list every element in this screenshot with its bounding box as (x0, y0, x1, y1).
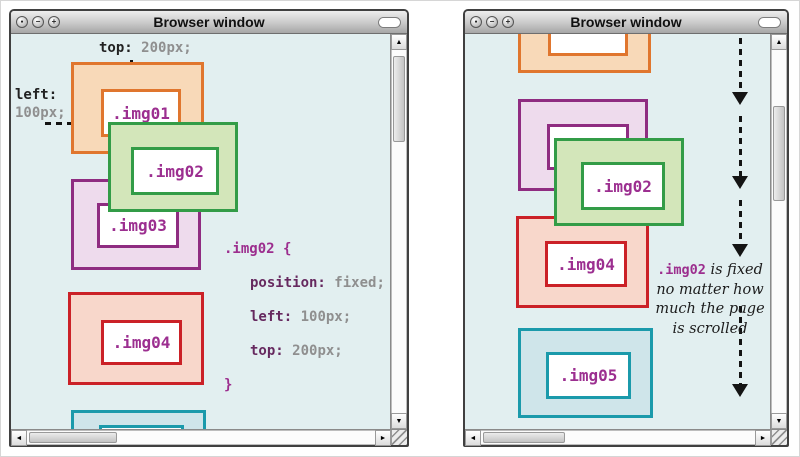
page-content-right: .img04 .img02 .img05 (465, 34, 771, 429)
resize-grip-icon[interactable] (771, 430, 787, 445)
css-closing-brace: } (224, 377, 233, 393)
right-arrow-icon: ► (759, 434, 767, 442)
up-arrow-icon: ▲ (775, 38, 783, 46)
img02-inner-box: .img02 (131, 147, 219, 195)
horizontal-scrollbar[interactable]: ◄ ► (465, 429, 787, 446)
scroll-arrow-dashes (739, 38, 742, 92)
titlebar-pill (758, 17, 781, 28)
window-zoom-button[interactable]: + (48, 16, 60, 28)
css-property: top: (250, 343, 284, 359)
window-title: Browser window (570, 14, 682, 30)
browser-window-left: ● − + Browser window top: 200px; left: (9, 9, 409, 447)
vertical-scroll-thumb[interactable] (773, 106, 785, 201)
img02-inner-box: .img02 (581, 162, 665, 210)
scroll-arrow-head-icon (732, 244, 748, 257)
fixed-note: .img02 is fixed no matter how much the p… (655, 262, 765, 337)
left-arrow-icon: ◄ (15, 434, 23, 442)
img05-box: .img05 (518, 328, 653, 418)
img05-label: .img05 (559, 366, 618, 385)
img04-box: .img04 (68, 292, 204, 385)
note-code-ref: .img02 (657, 262, 706, 278)
img01-label: .img01 (112, 103, 170, 123)
scroll-right-button[interactable]: ► (755, 430, 771, 446)
img02-label: .img02 (594, 176, 652, 196)
horizontal-scroll-thumb[interactable] (483, 432, 565, 443)
down-arrow-icon: ▼ (395, 417, 403, 425)
img04-box: .img04 (516, 216, 649, 308)
top-annotation: top: 200px; (99, 40, 192, 56)
vertical-scroll-track[interactable] (771, 50, 787, 413)
img02-label: .img02 (146, 161, 204, 181)
img02-box: .img02 (554, 138, 684, 226)
scroll-arrow-head-icon (732, 92, 748, 105)
window-controls: ● − + (470, 16, 514, 28)
scroll-left-button[interactable]: ◄ (465, 430, 481, 446)
window-controls: ● − + (16, 16, 60, 28)
minus-icon: − (35, 17, 41, 26)
css-value: fixed; (334, 275, 385, 291)
left-arrow-icon: ◄ (469, 434, 477, 442)
resize-grip-icon[interactable] (391, 430, 407, 445)
scroll-down-button[interactable]: ▼ (771, 413, 787, 429)
horizontal-scroll-track[interactable] (27, 430, 375, 445)
img02-box: .img02 (108, 122, 238, 212)
vertical-scrollbar[interactable]: ▲ ▼ (771, 34, 787, 429)
plus-icon: + (505, 17, 511, 26)
css-property: position: (250, 275, 326, 291)
left-arrow-dashes (45, 122, 83, 125)
horizontal-scroll-thumb[interactable] (29, 432, 117, 443)
img04-inner-box: .img04 (545, 241, 627, 287)
img05-inner-box: .img05 (546, 352, 631, 399)
plus-icon: + (51, 17, 57, 26)
titlebar: ● − + Browser window (465, 11, 787, 34)
img04-inner-box: .img04 (101, 320, 182, 365)
scroll-right-button[interactable]: ► (375, 430, 391, 446)
left-annotation: left: 100px; (15, 87, 66, 121)
dot-icon: ● (20, 18, 24, 25)
scroll-arrow-head-icon (732, 384, 748, 397)
horizontal-scroll-track[interactable] (481, 430, 755, 445)
scroll-arrow-head-icon (732, 176, 748, 189)
window-zoom-button[interactable]: + (502, 16, 514, 28)
img03-label: .img03 (109, 216, 167, 235)
right-arrow-icon: ► (379, 434, 387, 442)
css-selector: .img02 { (224, 241, 292, 257)
window-close-button[interactable]: ● (16, 16, 28, 28)
css-code-block: .img02 { position: fixed; left: 100px; t… (224, 232, 385, 402)
scroll-arrow-dashes (739, 200, 742, 244)
vertical-scroll-track[interactable] (391, 50, 407, 413)
horizontal-scrollbar[interactable]: ◄ ► (11, 429, 407, 446)
img05-inner-box (99, 425, 184, 429)
css-value: 200px; (292, 343, 343, 359)
img04-label: .img04 (112, 333, 171, 352)
page-content-left: top: 200px; left: 100px; .img01 (11, 34, 391, 429)
css-property: left: (250, 309, 293, 325)
img04-label: .img04 (557, 254, 615, 274)
minus-icon: − (489, 17, 495, 26)
browser-window-right: ● − + Browser window .img0 (463, 9, 789, 447)
scroll-up-button[interactable]: ▲ (391, 34, 407, 50)
scroll-down-button[interactable]: ▼ (391, 413, 407, 429)
vertical-scroll-thumb[interactable] (393, 56, 405, 142)
titlebar-pill (378, 17, 401, 28)
titlebar: ● − + Browser window (11, 11, 407, 34)
scroll-arrow-dashes (739, 116, 742, 176)
dot-icon: ● (474, 18, 478, 25)
down-arrow-icon: ▼ (775, 417, 783, 425)
img01-box (518, 34, 651, 73)
window-title: Browser window (153, 14, 265, 30)
img01-inner-box (548, 34, 628, 56)
window-minimize-button[interactable]: − (486, 16, 498, 28)
css-value: 100px; (300, 309, 352, 325)
vertical-scrollbar[interactable]: ▲ ▼ (391, 34, 407, 429)
scroll-left-button[interactable]: ◄ (11, 430, 27, 446)
window-minimize-button[interactable]: − (32, 16, 44, 28)
scroll-arrow-dashes (739, 306, 742, 384)
up-arrow-icon: ▲ (395, 38, 403, 46)
window-close-button[interactable]: ● (470, 16, 482, 28)
img05-box (71, 410, 206, 429)
scroll-up-button[interactable]: ▲ (771, 34, 787, 50)
